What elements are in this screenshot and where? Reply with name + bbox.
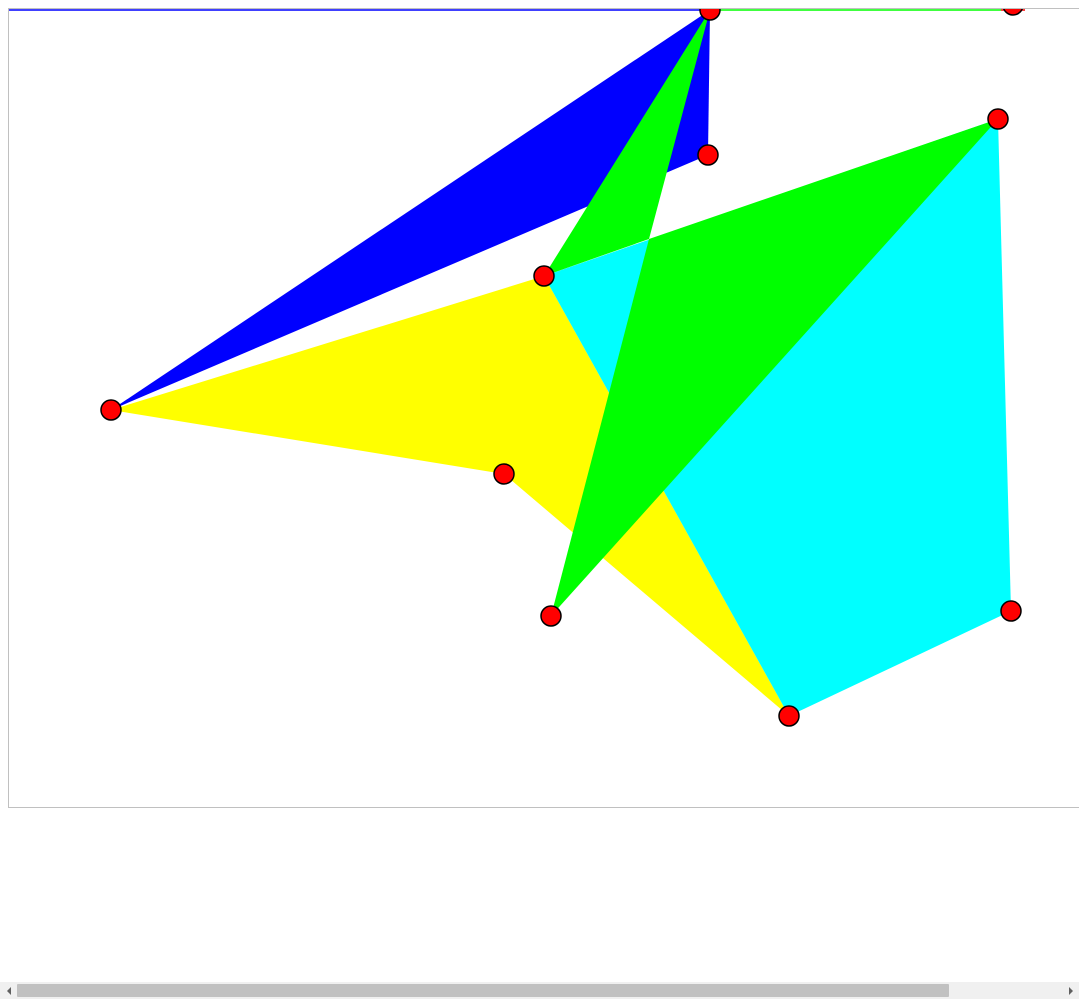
scrollbar-thumb[interactable] — [17, 984, 949, 997]
scroll-left-button[interactable] — [0, 982, 17, 999]
scroll-right-button[interactable] — [1062, 982, 1079, 999]
polygon-drawing[interactable] — [9, 9, 1079, 808]
vertex-handle[interactable] — [1003, 9, 1023, 16]
arrow-left-icon — [6, 986, 11, 995]
vertex-handle[interactable] — [540, 605, 562, 627]
vertex-handle[interactable] — [987, 108, 1009, 130]
horizontal-scrollbar[interactable] — [0, 982, 1079, 999]
green-polygon-upper[interactable] — [544, 10, 710, 276]
vertex-handle[interactable] — [699, 9, 721, 21]
yellow-polygon[interactable] — [111, 276, 789, 716]
vertex-handles — [100, 9, 1023, 727]
vertex-handle[interactable] — [533, 265, 555, 287]
vertex-handle[interactable] — [100, 399, 122, 421]
vertex-handle[interactable] — [778, 705, 800, 727]
green-polygon[interactable] — [551, 119, 998, 616]
blue-polygon[interactable] — [111, 10, 710, 410]
vertex-handle[interactable] — [697, 144, 719, 166]
drawing-canvas[interactable] — [8, 8, 1079, 808]
vertex-handle[interactable] — [1000, 600, 1022, 622]
arrow-right-icon — [1068, 986, 1073, 995]
vertex-handle[interactable] — [493, 463, 515, 485]
